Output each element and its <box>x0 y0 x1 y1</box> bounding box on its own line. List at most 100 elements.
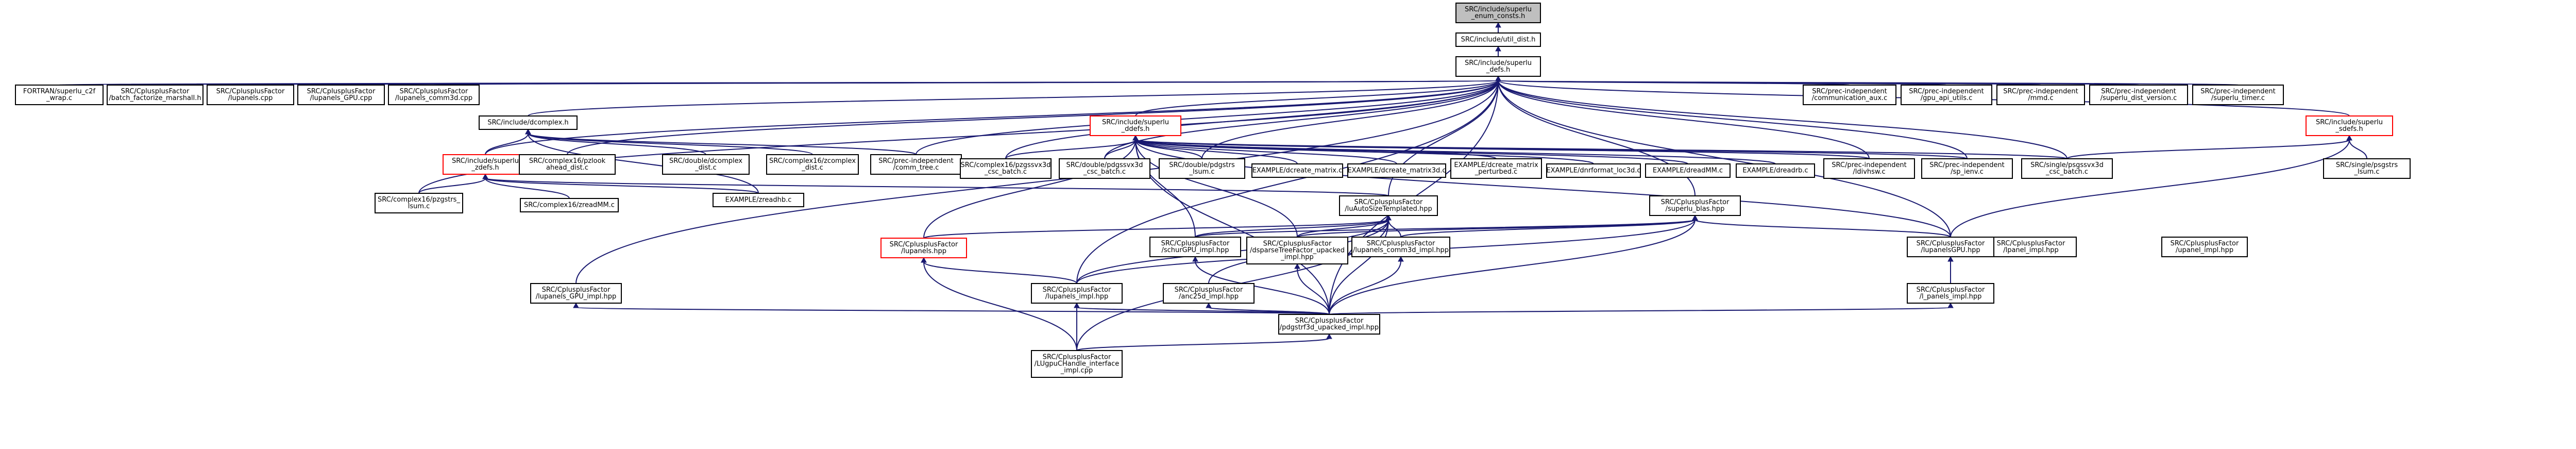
node-l-panels[interactable]: SRC/CplusplusFactor/lpanel_impl.hpp <box>1985 237 2077 257</box>
node-z-csc-batch[interactable]: SRC/complex16/pzgssvx3d_csc_batch.c <box>960 158 1052 179</box>
edge-arrowhead <box>1294 263 1300 269</box>
edge-util_dist-to-root <box>1495 22 1501 34</box>
node-lupanels-comm3d-cpp[interactable]: SRC/CplusplusFactor/lupanels_comm3d.cpp <box>388 85 480 105</box>
node-box <box>1031 350 1123 378</box>
node-root[interactable]: SRC/include/superlu_enum_consts.h <box>1455 3 1541 23</box>
edge-zdefs-to-complex_h <box>485 128 531 155</box>
edge-comm_tree-to-defs <box>916 75 1501 155</box>
node-lupanels-impl[interactable]: SRC/CplusplusFactor/lupanels_impl.hpp <box>1031 283 1123 304</box>
node-label-line: /upanel_impl.hpp <box>2176 246 2233 254</box>
edge-xgemm-to-dsparse_tree <box>1294 263 1330 315</box>
node-label-line: SRC/CplusplusFactor <box>1043 354 1111 361</box>
nodes-layer: SRC/include/superlu_enum_consts.hSRC/inc… <box>15 3 2411 378</box>
node-xgemm[interactable]: SRC/CplusplusFactor/pdgstrf3d_upacked_im… <box>1278 314 1380 335</box>
node-label-line: SRC/CplusplusFactor <box>1917 286 1985 294</box>
node-box <box>1339 195 1438 216</box>
edge-line <box>1135 139 1951 238</box>
node-ex-dnrformat[interactable]: EXAMPLE/dnrformat_loc3d.c <box>1546 163 1641 178</box>
node-lupanels-gpu-hpp[interactable]: SRC/CplusplusFactor/lupanels_GPU_impl.hp… <box>530 283 622 304</box>
node-ldivhsw[interactable]: SRC/prec-independent/ldivhsw.c <box>1823 158 1915 179</box>
edge-line <box>528 133 813 155</box>
node-label-line: SRC/include/superlu <box>1465 59 1532 67</box>
node-gpu-api-utils[interactable]: SRC/prec-independent/gpu_api_utils.c <box>1901 85 1992 105</box>
edge-xgemm-to-lupanels_gpu_hpp <box>573 302 1330 315</box>
node-ex-dcreate-matrix3d[interactable]: EXAMPLE/dcreate_matrix3d.c <box>1347 163 1446 178</box>
node-slsum[interactable]: SRC/single/psgstrs_lsum.c <box>2323 158 2411 179</box>
edge-line <box>1005 139 1136 159</box>
node-sdefs[interactable]: SRC/include/superlu_sdefs.h <box>2306 115 2393 136</box>
node-batch-fact[interactable]: SRC/CplusplusFactor/batch_factorize_mars… <box>107 85 204 105</box>
node-mmd[interactable]: SRC/prec-independent/mmd.c <box>1996 85 2085 105</box>
node-box <box>388 85 480 105</box>
node-dcomplex-dist[interactable]: SRC/double/dcomplex_dist.c <box>662 154 750 175</box>
edge-line <box>575 80 1499 284</box>
node-schurtsgpu[interactable]: SRC/CplusplusFactor/schurGPU_impl.hpp <box>1149 237 1241 257</box>
node-box <box>1159 158 1245 179</box>
node-upanel-impl[interactable]: SRC/CplusplusFactor/upanel_impl.hpp <box>2161 237 2248 257</box>
node-label-line: SRC/include/superlu <box>2316 119 2383 126</box>
node-label-line: /lupanels.hpp <box>901 247 946 255</box>
node-ex-dreadMM[interactable]: EXAMPLE/dreadMM.c <box>1645 163 1731 178</box>
node-label-line: /anc25d_impl.hpp <box>1179 293 1239 301</box>
node-l-panels-impl[interactable]: SRC/CplusplusFactor/l_panels_impl.hpp <box>1907 283 1994 304</box>
node-lupanelsgpu-cpp[interactable]: SRC/CplusplusFactor/lupanelsGPU.hpp <box>1907 237 1994 257</box>
node-zdreadtriple[interactable]: SRC/complex16/zreadMM.c <box>520 198 619 212</box>
node-comm-ind[interactable]: SRC/prec-independent/communication_aux.c <box>1803 85 1896 105</box>
node-s-csc-batch[interactable]: SRC/single/psgssvx3d_csc_batch.c <box>2021 158 2113 179</box>
node-ex-dcreate-perturbed[interactable]: EXAMPLE/dcreate_matrix_perturbed.c <box>1450 158 1542 179</box>
node-legacy[interactable]: SRC/CplusplusFactor/LUgpuCHandle_interfa… <box>1031 350 1123 378</box>
node-box <box>2089 85 2188 105</box>
node-lupanels-cpp[interactable]: SRC/CplusplusFactor/lupanels.cpp <box>207 85 294 105</box>
node-superlu-timer[interactable]: SRC/prec-independent/superlu_timer.c <box>2192 85 2284 105</box>
node-label-line: SRC/include/superlu <box>1102 119 1169 126</box>
node-sp-ienv[interactable]: SRC/prec-independent/sp_ienv.c <box>1921 158 2013 179</box>
node-zdefs[interactable]: SRC/include/superlu_zdefs.h <box>443 154 528 175</box>
node-dlsum[interactable]: SRC/double/pdgstrs_lsum.c <box>1159 158 1245 179</box>
node-label-line: SRC/double/pdgstrs <box>1169 161 1235 169</box>
edge-line <box>1694 219 1951 238</box>
node-d-csc-batch[interactable]: SRC/double/pdgssvx3d_csc_batch.c <box>1059 158 1150 179</box>
node-lupanels-gpu-cpp[interactable]: SRC/CplusplusFactor/lupanels_GPU.cpp <box>297 85 385 105</box>
node-label-line: SRC/complex16/pzgssvx3d <box>961 161 1051 169</box>
node-luautosize[interactable]: SRC/CplusplusFactor/luAutoSizeTemplated.… <box>1339 195 1438 216</box>
node-label-line: SRC/CplusplusFactor <box>307 88 376 95</box>
node-zreadhb[interactable]: EXAMPLE/zreadhb.c <box>713 193 804 207</box>
edge-line <box>2066 139 2350 159</box>
node-anc3d[interactable]: SRC/CplusplusFactor/anc25d_impl.hpp <box>1163 283 1255 304</box>
edge-line <box>1135 139 1298 164</box>
node-complex-h[interactable]: SRC/include/dcomplex.h <box>479 115 578 130</box>
edge-line <box>1388 219 1401 238</box>
node-util-dist[interactable]: SRC/include/util_dist.h <box>1455 32 1541 47</box>
node-label-line: SRC/include/dcomplex.h <box>487 119 568 127</box>
edge-dsparse_tree-to-ddefs <box>1132 135 1298 238</box>
node-ex-dcreate-matrix[interactable]: EXAMPLE/dcreate_matrix.c <box>1251 163 1343 178</box>
edge-line <box>1297 219 1696 238</box>
node-label-line: _csc_batch.c <box>1083 168 1126 176</box>
edge-line <box>528 133 759 194</box>
node-ex-dreadrb[interactable]: EXAMPLE/dreadrb.c <box>1736 163 1815 178</box>
node-label-line: SRC/prec-independent <box>2003 88 2078 95</box>
node-box <box>2161 237 2248 257</box>
node-label-line: SRC/prec-independent <box>1929 161 2004 169</box>
node-defs[interactable]: SRC/include/superlu_defs.h <box>1455 56 1541 77</box>
node-box <box>1645 163 1731 178</box>
node-label-line: SRC/complex16/pzlook <box>529 157 606 165</box>
edge-xgemm-to-l_panels_impl <box>1329 302 1954 315</box>
node-superlu-blas[interactable]: SRC/CplusplusFactor/superlu_blas.hpp <box>1649 195 1741 216</box>
node-lupanels-hpp[interactable]: SRC/CplusplusFactor/lupanels.hpp <box>880 238 967 258</box>
node-label-line: EXAMPLE/dreadMM.c <box>1653 167 1723 175</box>
node-box <box>1149 237 1241 257</box>
node-zpsymbfact[interactable]: SRC/complex16/pzgstrs_lsum.c <box>375 193 463 213</box>
node-dist-version[interactable]: SRC/prec-independent/superlu_dist_versio… <box>2089 85 2188 105</box>
node-ddefs[interactable]: SRC/include/superlu_ddefs.h <box>1090 115 1181 136</box>
node-dsparse-tree[interactable]: SRC/CplusplusFactor/dsparseTreeFactor_up… <box>1246 237 1348 264</box>
node-fortran-c2f[interactable]: FORTRAN/superlu_c2f_wrap.c <box>15 85 104 105</box>
node-lupanels-comm3d-hpp[interactable]: SRC/CplusplusFactor/lupanels_comm3d_impl… <box>1351 237 1450 257</box>
node-label-line: /sp_ienv.c <box>1951 168 1984 176</box>
edge-line <box>1104 80 1499 159</box>
node-comm-tree[interactable]: SRC/prec-independent/comm_tree.c <box>870 154 962 175</box>
node-label-line: _lsum.c <box>2353 168 2379 176</box>
node-box <box>1921 158 2013 179</box>
node-zcomplex-dist[interactable]: SRC/complex16/zcomplex_dist.c <box>766 154 859 175</box>
